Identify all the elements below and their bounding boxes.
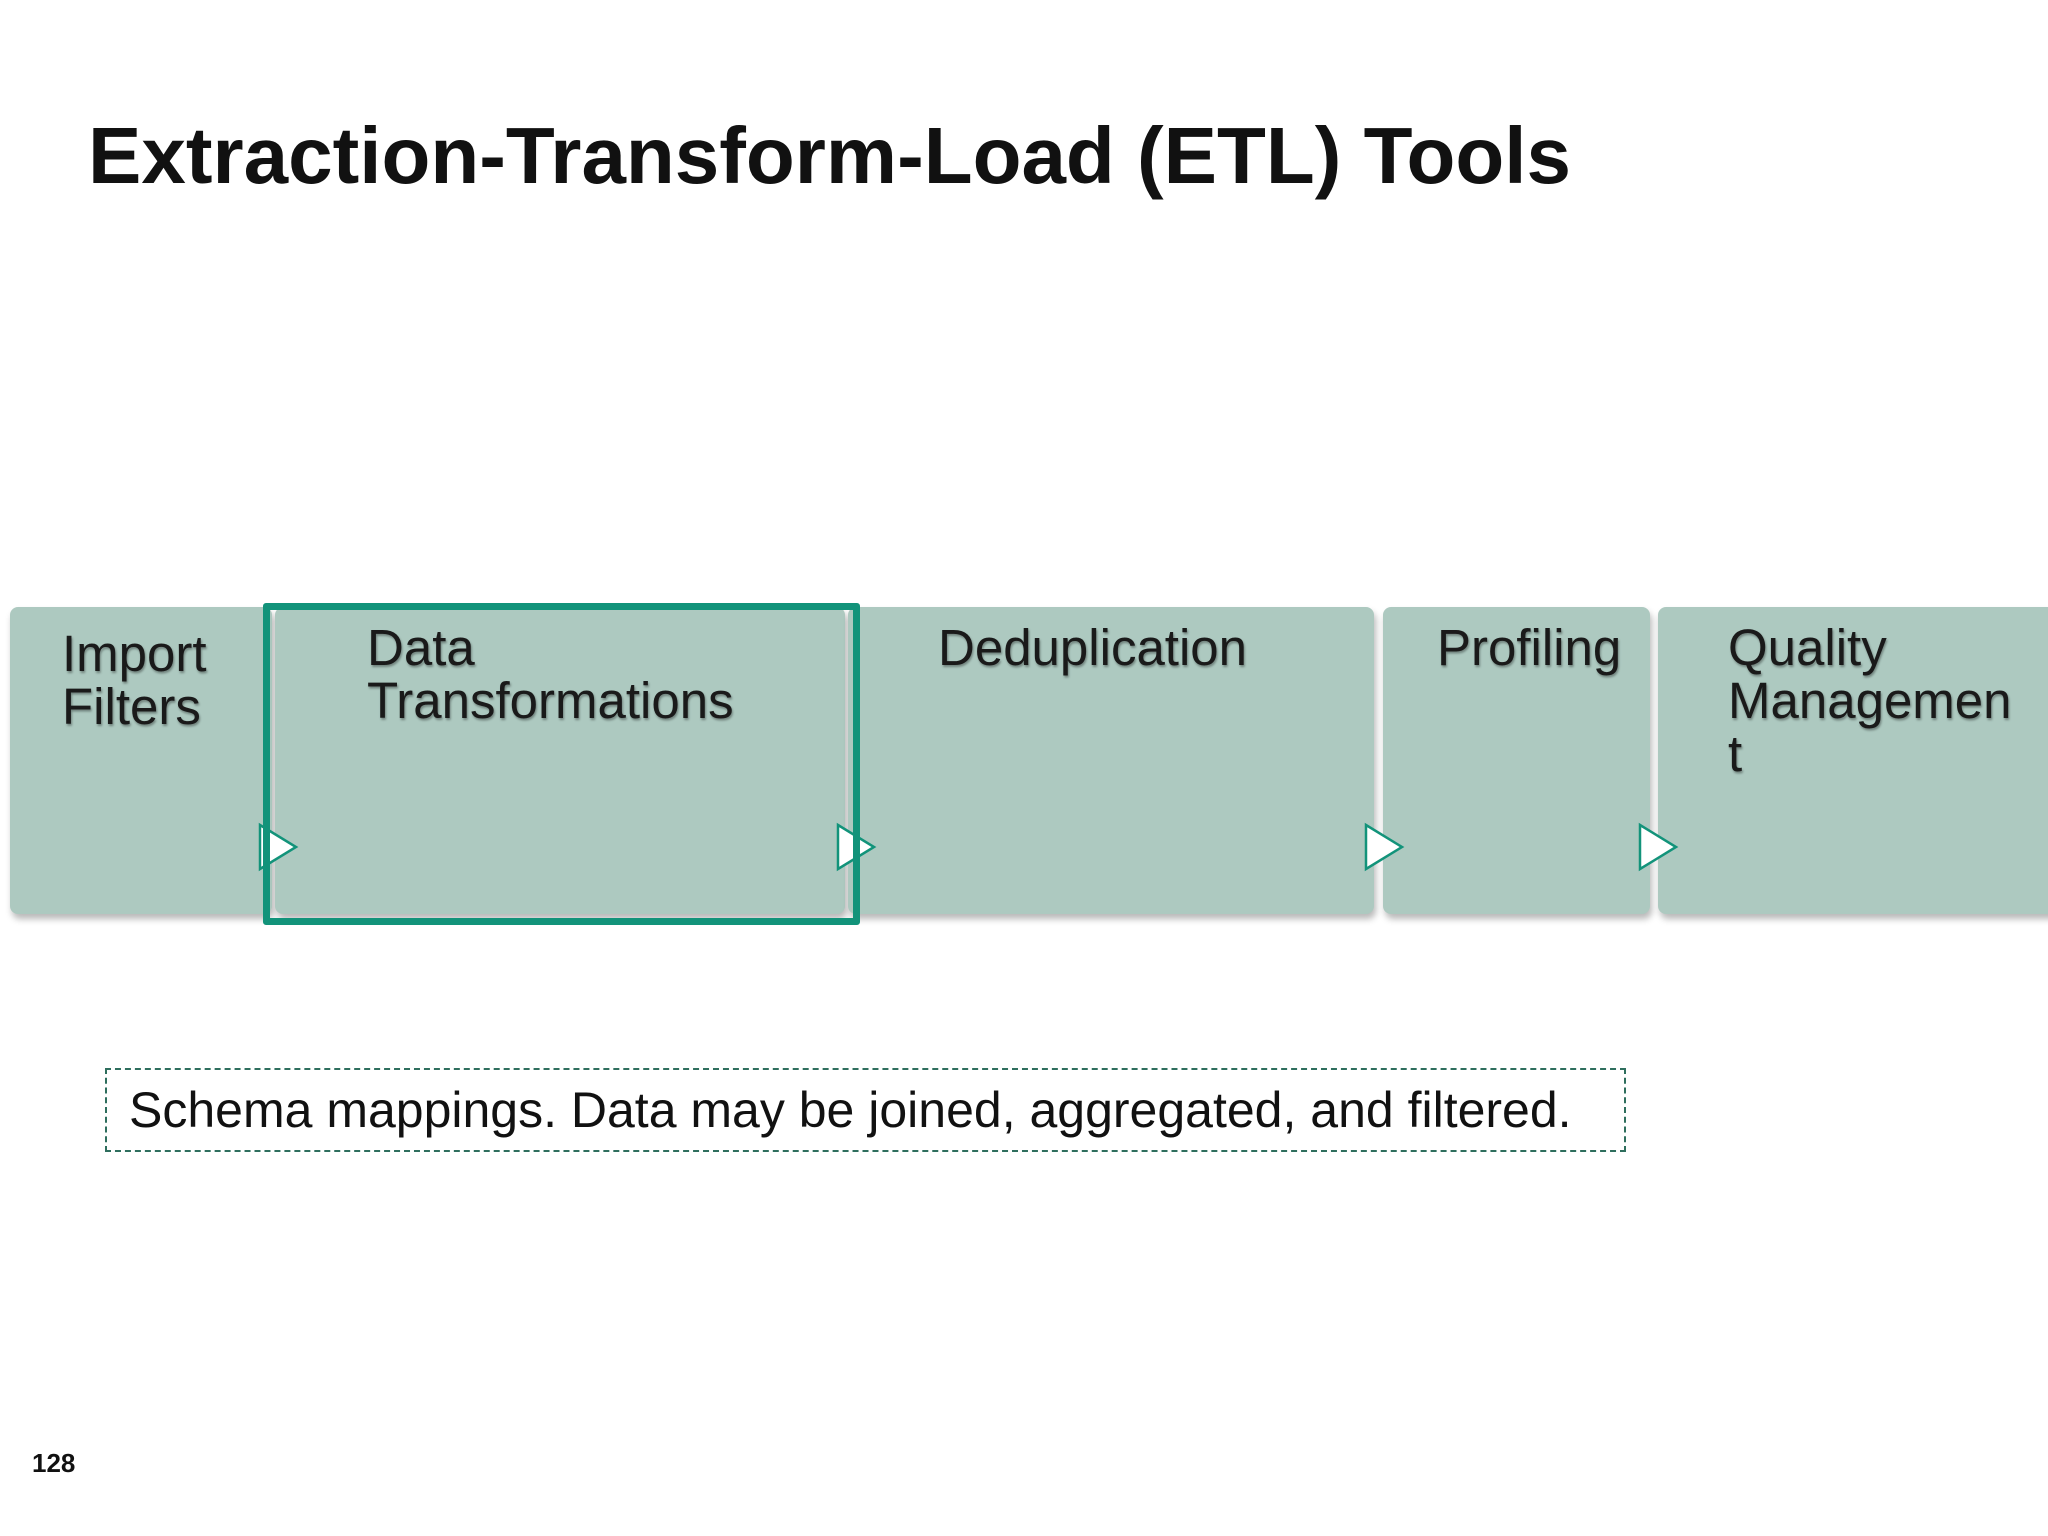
step-profiling: Profiling <box>1383 607 1650 914</box>
step-label: Quality Managemen t <box>1728 619 2012 782</box>
step-deduplication: Deduplication <box>848 607 1374 914</box>
step-label: Deduplication <box>938 619 1248 676</box>
step-label: Data Transformations <box>367 619 734 729</box>
step-import-filters: Import Filters <box>10 607 272 914</box>
callout-box: Schema mappings. Data may be joined, agg… <box>105 1068 1626 1152</box>
step-label: Profiling <box>1437 619 1622 676</box>
step-label: Import Filters <box>62 625 207 735</box>
step-quality-management: Quality Managemen t <box>1658 607 2048 914</box>
step-data-transformations: Data Transformations <box>275 607 845 914</box>
slide-title: Extraction-Transform-Load (ETL) Tools <box>88 111 1572 200</box>
page-number: 128 <box>32 1448 76 1478</box>
